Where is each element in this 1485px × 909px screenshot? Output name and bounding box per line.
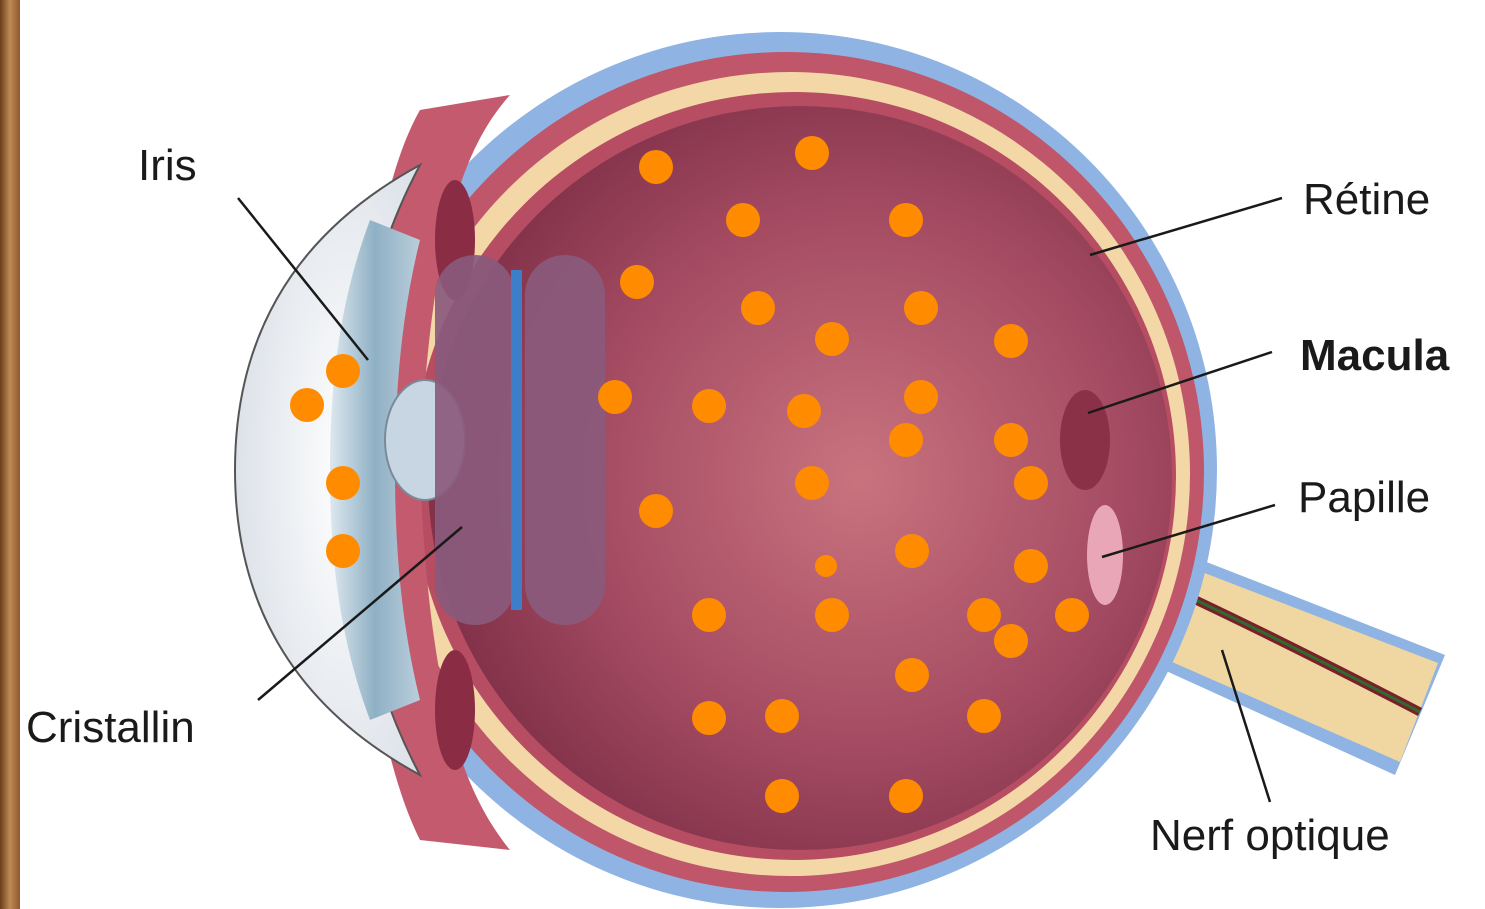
dot	[994, 423, 1028, 457]
dot	[1055, 598, 1089, 632]
dot	[1014, 549, 1048, 583]
dot	[598, 380, 632, 414]
dot	[904, 291, 938, 325]
left-edge-strip	[0, 0, 20, 909]
dot	[620, 265, 654, 299]
dot	[904, 380, 938, 414]
label-cristallin: Cristallin	[26, 703, 195, 752]
dot	[889, 423, 923, 457]
dot	[692, 389, 726, 423]
label-papille: Papille	[1298, 473, 1430, 522]
dot	[787, 394, 821, 428]
dot	[1014, 466, 1048, 500]
dot	[726, 203, 760, 237]
dot	[765, 779, 799, 813]
dot	[692, 701, 726, 735]
ciliary-process-bottom	[435, 650, 475, 770]
dot	[326, 534, 360, 568]
dot	[967, 598, 1001, 632]
dot	[741, 291, 775, 325]
label-macula: Macula	[1300, 331, 1450, 380]
overlay-bar-right	[525, 255, 605, 625]
macula	[1060, 390, 1110, 490]
dot	[815, 322, 849, 356]
dot	[815, 598, 849, 632]
dot	[326, 354, 360, 388]
dot	[290, 388, 324, 422]
dot	[994, 624, 1028, 658]
dot	[639, 494, 673, 528]
dot	[815, 555, 837, 577]
dot	[326, 466, 360, 500]
dot	[967, 699, 1001, 733]
dot	[795, 136, 829, 170]
label-nerf-optique: Nerf optique	[1150, 811, 1390, 860]
dot	[795, 466, 829, 500]
dot	[692, 598, 726, 632]
label-iris: Iris	[138, 141, 197, 190]
overlay-bar-left	[435, 255, 515, 625]
label-retine: Rétine	[1303, 175, 1430, 224]
overlay-line	[511, 270, 522, 610]
dot	[889, 203, 923, 237]
dot	[895, 534, 929, 568]
dot	[765, 699, 799, 733]
dot	[889, 779, 923, 813]
dot	[895, 658, 929, 692]
dot	[639, 150, 673, 184]
dot	[994, 324, 1028, 358]
